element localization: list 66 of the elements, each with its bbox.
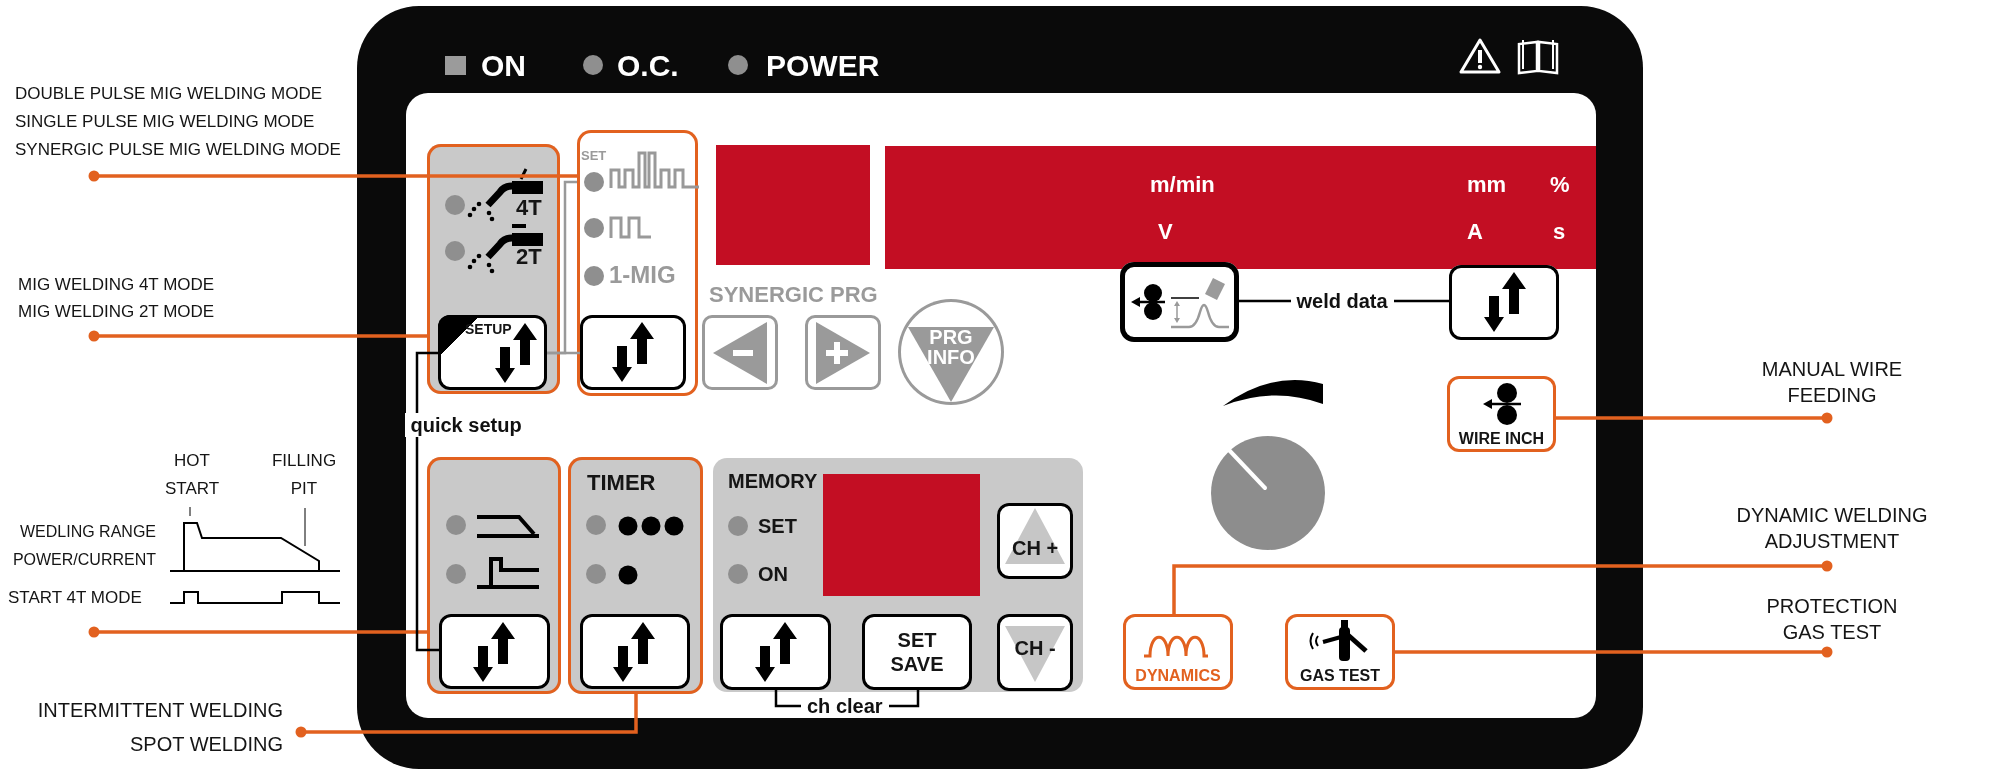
callout-text: INTERMITTENT WELDING bbox=[36, 698, 283, 722]
display-screen bbox=[885, 146, 1596, 269]
graph-label: WEDLING RANGE POWER/CURRENT bbox=[11, 522, 156, 570]
callout-text: MIG WELDING 4T MODE bbox=[18, 275, 215, 295]
toggle-button bbox=[580, 614, 690, 689]
minus-button bbox=[702, 315, 778, 390]
mode-label: ON bbox=[758, 562, 788, 586]
mode-button bbox=[580, 315, 686, 390]
timer-panel bbox=[568, 457, 703, 694]
toggle-button bbox=[439, 614, 550, 689]
callout-text: MIG WELDING 2T MODE bbox=[18, 302, 215, 322]
mode-label: 4T bbox=[516, 195, 542, 221]
mode-label: SET bbox=[581, 148, 607, 164]
unit-label: A bbox=[1467, 218, 1483, 246]
connector-line bbox=[547, 180, 577, 355]
section-title: SYNERGIC PRG bbox=[709, 281, 878, 309]
leader-line bbox=[1172, 560, 1833, 614]
callout-text: SYNERGIC PULSE MIG WELDING MODE bbox=[15, 140, 341, 160]
memory-panel bbox=[713, 458, 1083, 692]
mode-selector-panel bbox=[427, 144, 560, 394]
group-title: TIMER bbox=[587, 469, 656, 497]
plus-button bbox=[805, 315, 881, 390]
leader-line bbox=[1556, 412, 1833, 424]
wire-inch-button: WIRE INCH bbox=[1447, 376, 1556, 452]
mode-label: 1-MIG bbox=[609, 261, 676, 289]
function-panel bbox=[427, 457, 561, 694]
leader-line bbox=[295, 694, 638, 738]
unit-label: V bbox=[1158, 218, 1173, 246]
callout-text: SINGLE PULSE MIG WELDING MODE bbox=[15, 112, 315, 132]
graph-label: FILLING PIT bbox=[270, 450, 338, 500]
indicator-label: ON bbox=[481, 48, 526, 84]
mode-label: SET bbox=[758, 514, 797, 538]
graph-label: START 4T MODE bbox=[8, 588, 142, 608]
callout-text: PROTECTION GAS TEST bbox=[1765, 594, 1899, 645]
callout-text: MANUAL WIRE FEEDING bbox=[1760, 357, 1904, 408]
channel-up-button: CH + bbox=[997, 503, 1073, 579]
graph-label: HOT START bbox=[163, 450, 221, 500]
wire-speed-button bbox=[1120, 262, 1239, 342]
group-title: MEMORY bbox=[728, 469, 818, 494]
display-screen bbox=[716, 145, 870, 265]
display-screen bbox=[823, 474, 980, 596]
pulse-mode-panel bbox=[577, 130, 698, 396]
bracket-line bbox=[415, 351, 439, 652]
control-knob bbox=[1211, 436, 1325, 550]
set-save-button: SET SAVE bbox=[862, 614, 972, 690]
mode-label: 2T bbox=[516, 244, 542, 270]
unit-label: s bbox=[1553, 218, 1566, 246]
unit-label: % bbox=[1550, 171, 1570, 199]
channel-down-button: CH - bbox=[997, 614, 1073, 691]
leader-line bbox=[88, 330, 427, 342]
leader-line bbox=[88, 170, 577, 182]
callout-text: DOUBLE PULSE MIG WELDING MODE bbox=[15, 84, 322, 104]
setup-button: SETUP bbox=[438, 315, 547, 390]
unit-label: mm bbox=[1467, 171, 1507, 199]
toggle-button bbox=[720, 614, 831, 690]
toggle-button bbox=[1449, 265, 1559, 340]
callout-text: SPOT WELDING bbox=[129, 732, 283, 756]
control-panel bbox=[357, 6, 1643, 769]
leader-line bbox=[88, 626, 427, 638]
indicator-label: POWER bbox=[766, 48, 880, 84]
dynamics-button: DYNAMICS bbox=[1123, 614, 1233, 690]
indicator-label: O.C. bbox=[617, 48, 679, 84]
gas-test-button: GAS TEST bbox=[1285, 614, 1395, 690]
callout-text: DYNAMIC WELDING ADJUSTMENT bbox=[1735, 503, 1929, 554]
leader-line bbox=[1395, 646, 1833, 658]
unit-label: m/min bbox=[1150, 171, 1215, 199]
